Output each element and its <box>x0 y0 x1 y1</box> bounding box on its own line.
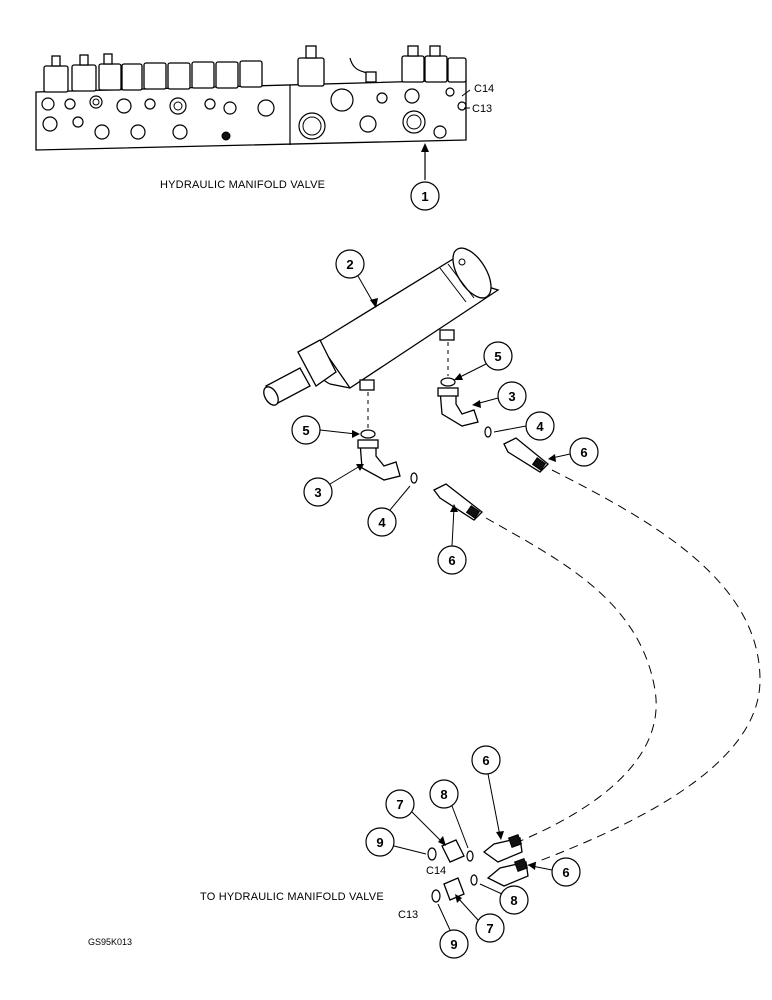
svg-text:3: 3 <box>508 389 515 404</box>
svg-text:3: 3 <box>314 485 321 500</box>
callout-2: 2 <box>335 249 378 308</box>
callout-6-lower-upper: 6 <box>471 745 504 840</box>
svg-text:8: 8 <box>510 893 517 908</box>
figure-id: GS95K013 <box>88 937 132 947</box>
port-label-c14-lower: C14 <box>426 865 446 877</box>
callout-8-lower: 8 <box>479 883 529 915</box>
hydraulic-manifold-valve-caption: HYDRAULIC MANIFOLD VALVE <box>160 179 325 191</box>
svg-text:2: 2 <box>346 257 353 272</box>
port-label-c13: C13 <box>472 103 492 115</box>
callout-bubbles: 1 2 3 3 4 4 <box>291 181 599 959</box>
svg-text:6: 6 <box>580 445 587 460</box>
svg-text:6: 6 <box>448 553 455 568</box>
svg-text:5: 5 <box>494 349 501 364</box>
callout-5-left: 5 <box>291 415 360 445</box>
to-hydraulic-manifold-valve-caption: TO HYDRAULIC MANIFOLD VALVE <box>200 891 384 903</box>
svg-text:6: 6 <box>562 865 569 880</box>
solenoid-coils <box>43 45 467 93</box>
svg-text:4: 4 <box>378 515 386 530</box>
callout-7-lower: 7 <box>455 894 505 943</box>
svg-text:7: 7 <box>486 921 493 936</box>
lower-fittings: C14 C13 <box>398 833 529 921</box>
callout-6-right-upper: 6 <box>548 437 599 467</box>
svg-text:9: 9 <box>450 937 457 952</box>
callout-4-right: 4 <box>493 411 555 441</box>
svg-text:1: 1 <box>421 189 428 204</box>
svg-text:6: 6 <box>482 753 489 768</box>
callout-7-upper: 7 <box>385 789 446 846</box>
callout-3-left: 3 <box>303 464 364 507</box>
svg-text:5: 5 <box>302 423 309 438</box>
callout-9-lower: 9 <box>437 903 469 959</box>
svg-text:9: 9 <box>376 835 383 850</box>
svg-text:8: 8 <box>440 787 447 802</box>
port-label-c13-lower: C13 <box>398 909 418 921</box>
callout-8-upper: 8 <box>429 779 469 849</box>
callout-3-right: 3 <box>472 381 527 411</box>
upper-fittings <box>357 342 549 521</box>
callout-1: 1 <box>410 181 440 211</box>
hose-lines <box>485 469 761 867</box>
svg-text:4: 4 <box>536 419 544 434</box>
manifold-ports <box>41 87 467 141</box>
callout-9-upper: 9 <box>365 827 427 857</box>
callout-5-right: 5 <box>454 341 513 380</box>
svg-text:7: 7 <box>396 797 403 812</box>
hydraulic-cylinder <box>263 247 500 406</box>
callout-6-left-upper: 6 <box>437 504 467 575</box>
callout-4-left: 4 <box>367 485 411 537</box>
hydraulic-manifold-valve: C14 C13 <box>35 45 494 151</box>
callout-6-lower-right: 6 <box>528 857 581 887</box>
port-label-c14: C14 <box>474 83 494 95</box>
